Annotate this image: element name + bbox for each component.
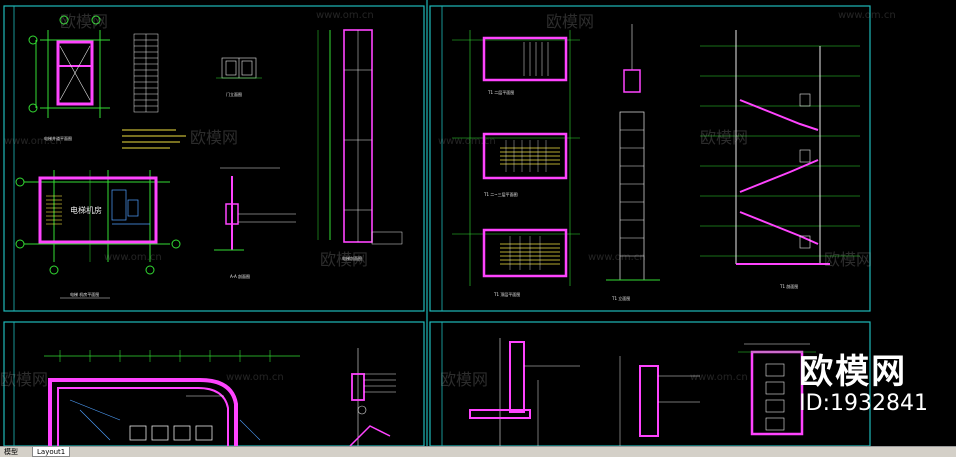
brand-watermark: 欧模网 ID:1932841 (799, 344, 928, 416)
sheet-frame-bottom-right (429, 321, 871, 446)
detail-wall-section (349, 348, 396, 446)
stair-plan-1: T1 二层平面图 (452, 36, 580, 95)
stair-plan-2-title: T1 二~三层平面图 (483, 191, 518, 197)
door-elevation: 门立面图 (216, 57, 262, 97)
door-detail-bottom-right (738, 343, 816, 436)
stair-plan-2: T1 二~三层平面图 (452, 132, 580, 197)
drawing-viewport[interactable]: 电梯井道平面图 门立面图 (0, 0, 956, 446)
elevator-room-label: 电梯机房 (70, 205, 102, 215)
svg-text:门立面图: 门立面图 (226, 91, 242, 97)
elevation-title: T1 立面图 (611, 295, 630, 301)
sheet-frame-top-right (429, 5, 871, 312)
machine-room-title: 电梯 机房平面图 (70, 291, 99, 297)
detail-aa: A-A 剖面图 (214, 167, 296, 279)
sheet-frames (3, 0, 871, 446)
detail-aa-title: A-A 剖面图 (230, 273, 250, 279)
model-id-label: ID:1932841 (799, 391, 928, 416)
stair-plans: T1 二层平面图 T1 二~三层平面图 (452, 30, 580, 297)
sheet-frame-top-left (3, 5, 425, 312)
door-schedule-table (133, 33, 159, 113)
elevator-shaft-plan: 电梯井道平面图 (28, 15, 110, 141)
sheet-frame-bottom-left (3, 321, 425, 446)
cad-drawing: 电梯井道平面图 门立面图 (3, 0, 871, 446)
floor-plan-bottom (44, 350, 300, 446)
stair-elevation: T1 立面图 (606, 24, 660, 301)
detail-bottom-right (469, 338, 700, 446)
section-title: T1 剖面图 (779, 283, 798, 289)
design-notes (122, 129, 186, 149)
svg-text:电梯井道平面图: 电梯井道平面图 (44, 135, 72, 141)
elevator-section: 电梯剖面图 (317, 29, 403, 261)
stair-section: T1 剖面图 (700, 30, 860, 289)
svg-text:电梯剖面图: 电梯剖面图 (342, 255, 362, 261)
stair-plan-3: T1 顶层平面图 (452, 228, 580, 297)
stair-plan-1-title: T1 二层平面图 (487, 89, 514, 95)
machine-room-plan: 电梯机房 电梯 机房平面图 (15, 170, 181, 299)
brand-logo-text: 欧模网 (799, 352, 908, 392)
tab-model[interactable]: 模型 (4, 448, 18, 456)
layout-tab-bar: 模型 Layout1 (0, 446, 956, 457)
stair-plan-3-title: T1 顶层平面图 (493, 291, 520, 297)
